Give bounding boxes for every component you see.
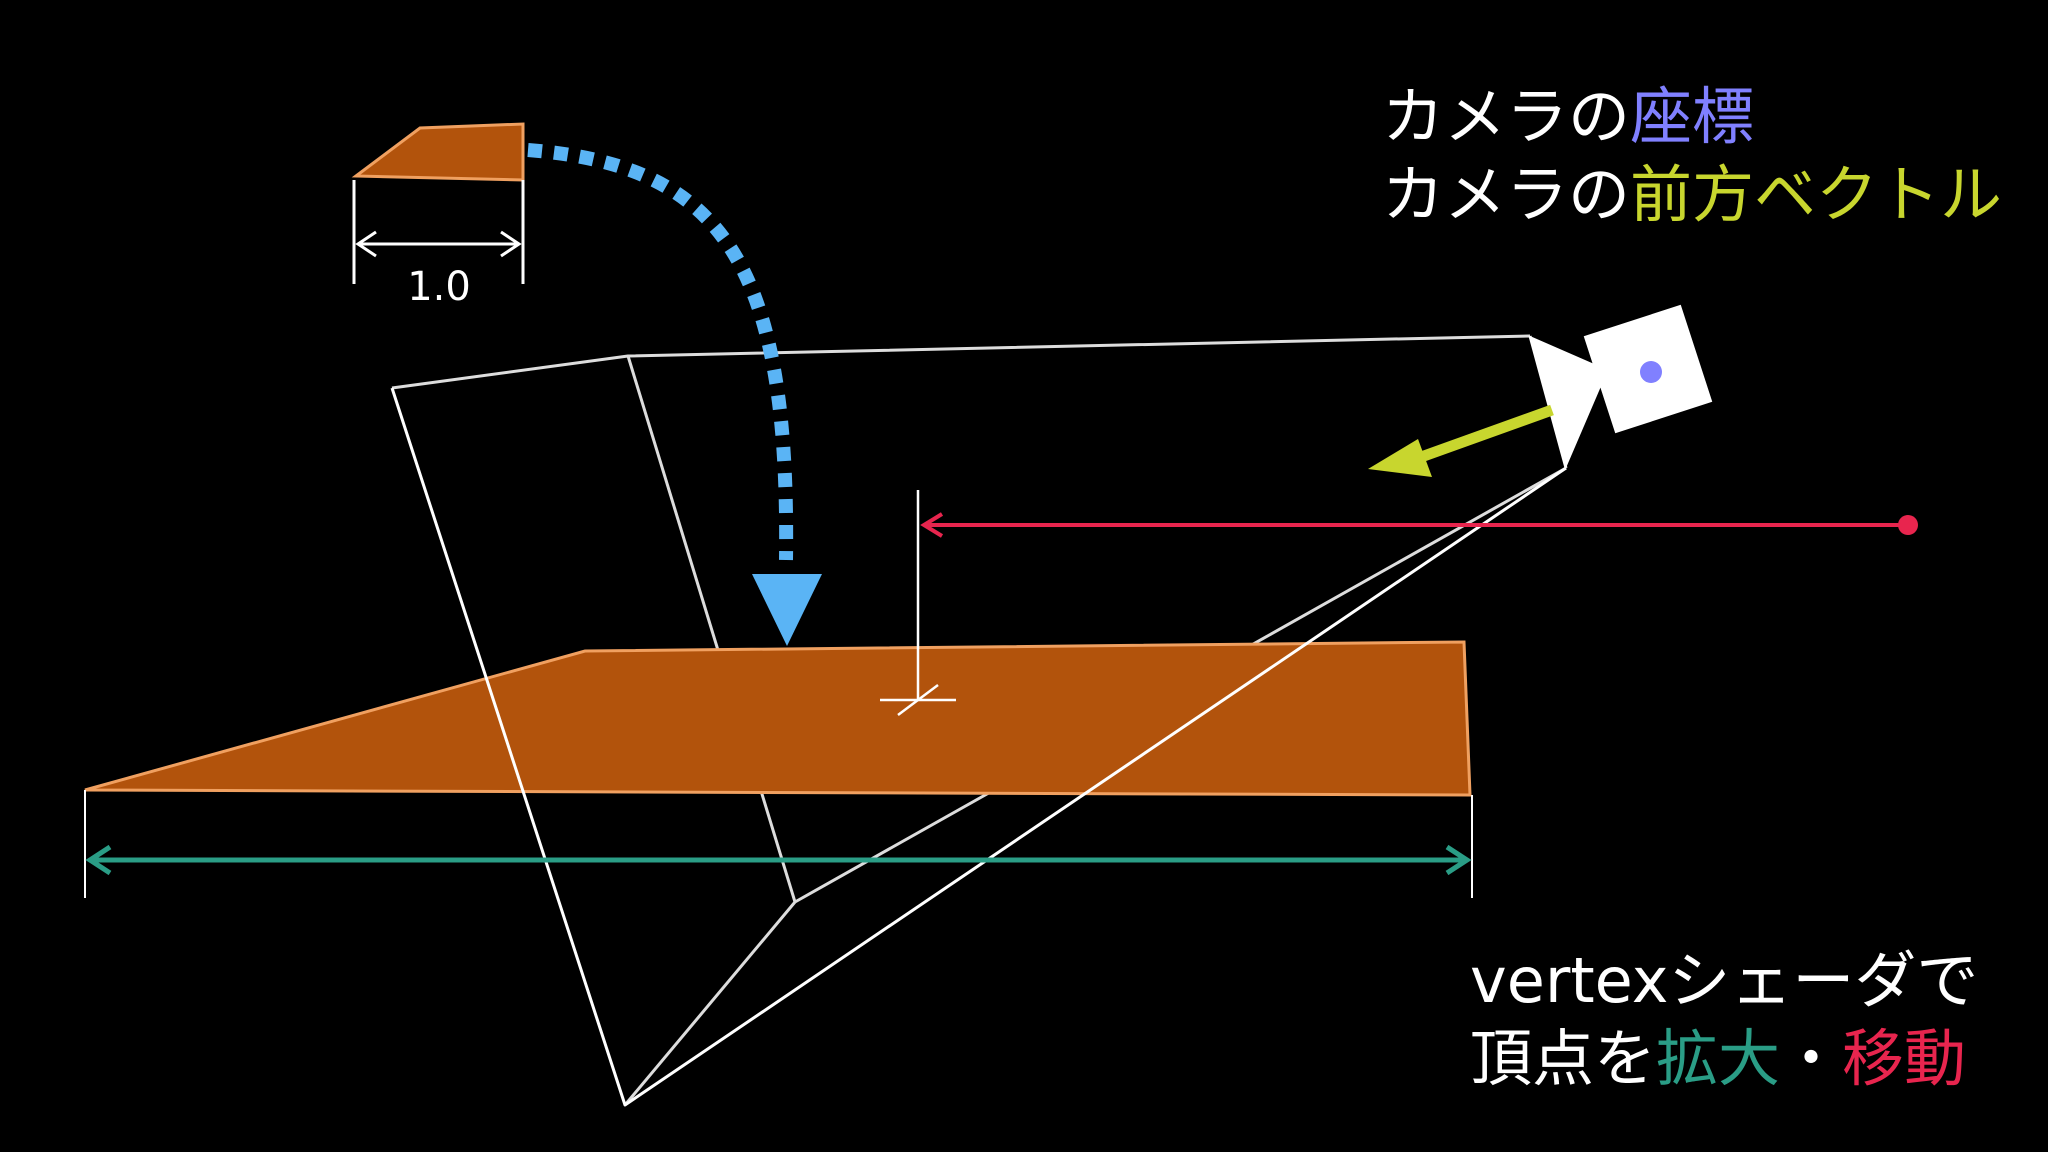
scaled-plane (84, 640, 1472, 797)
camera-forward-line: カメラの前方ベクトル (1382, 156, 2002, 234)
unit-width-label: 1.0 (407, 264, 471, 310)
scaled-width-dimension (84, 790, 1473, 898)
vertex-shader-line: vertexシェーダで (1470, 942, 1978, 1020)
camera-position-highlight: 座標 (1630, 80, 1755, 153)
camera-forward-arrow (1368, 404, 1554, 477)
camera-icon (1530, 304, 1713, 468)
vertex-shader-caption: vertexシェーダで 頂点を拡大・移動 (1470, 942, 1978, 1098)
vertex-move-word: 移動 (1842, 1022, 1967, 1095)
vertex-transform-prefix: 頂点を (1470, 1022, 1657, 1095)
vertex-scale-word: 拡大 (1656, 1022, 1781, 1095)
camera-position-dot-icon (1640, 361, 1662, 383)
unit-width-dimension (352, 180, 525, 284)
camera-forward-highlight: 前方ベクトル (1630, 158, 2003, 231)
unit-plane (351, 122, 525, 182)
vertex-transform-line: 頂点を拡大・移動 (1470, 1020, 1978, 1098)
camera-info-caption: カメラの座標 カメラの前方ベクトル (1382, 78, 2002, 234)
translation-arrow (920, 512, 1908, 538)
camera-position-line: カメラの座標 (1382, 78, 2002, 156)
camera-forward-prefix: カメラの (1382, 158, 1631, 231)
translation-origin-dot (1898, 515, 1918, 535)
plane-center-crosshair (880, 490, 956, 716)
camera-position-prefix: カメラの (1382, 80, 1631, 153)
vertex-shader-text: vertexシェーダで (1470, 944, 1979, 1017)
scale-transition-arrowhead (752, 574, 822, 646)
vertex-separator: ・ (1780, 1022, 1843, 1095)
